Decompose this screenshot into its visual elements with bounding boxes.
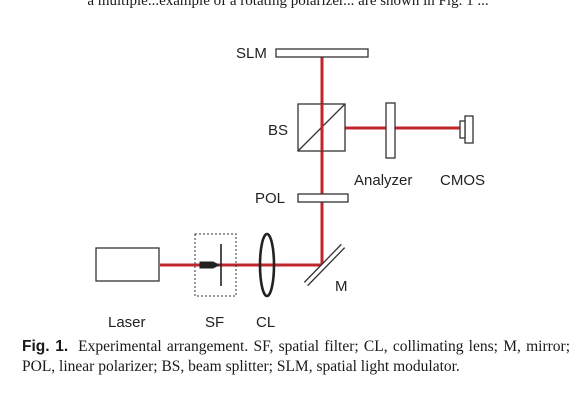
slm-label: SLM [236, 45, 267, 62]
bs-label: BS [268, 122, 288, 139]
analyzer-label: Analyzer [354, 172, 412, 189]
mirror [303, 243, 346, 287]
spatial-filter [194, 233, 237, 297]
laser-label: Laser [108, 314, 146, 330]
caption-text: Experimental arrangement. SF, spatial fi… [22, 338, 570, 375]
optical-setup-diagram: SLM BS Analyzer CMOS POL M Laser SF CL [95, 45, 485, 330]
objective-lens-icon [199, 261, 221, 269]
cl-label: CL [256, 314, 275, 330]
analyzer-element [385, 102, 396, 159]
m-label: M [335, 278, 348, 295]
cmos-label: CMOS [440, 172, 485, 189]
collimating-lens-element [258, 232, 276, 298]
figure-caption: Fig. 1.Experimental arrangement. SF, spa… [22, 337, 570, 377]
pol-label: POL [255, 190, 285, 207]
spatial-filter-box [194, 233, 237, 297]
polarizer-element [297, 193, 349, 203]
mirror-face [304, 244, 345, 286]
sf-label: SF [205, 314, 224, 330]
beam-splitter [297, 103, 346, 152]
figure-number: Fig. 1. [22, 338, 69, 355]
cmos-sensor [459, 120, 466, 139]
cmos-body [464, 115, 474, 144]
laser-element [95, 247, 160, 282]
truncated-preceding-text: a multiple...example of a rotating polar… [87, 0, 489, 9]
cmos-camera [459, 115, 474, 144]
laser-beam-path [160, 56, 460, 267]
slm-element [275, 48, 369, 58]
